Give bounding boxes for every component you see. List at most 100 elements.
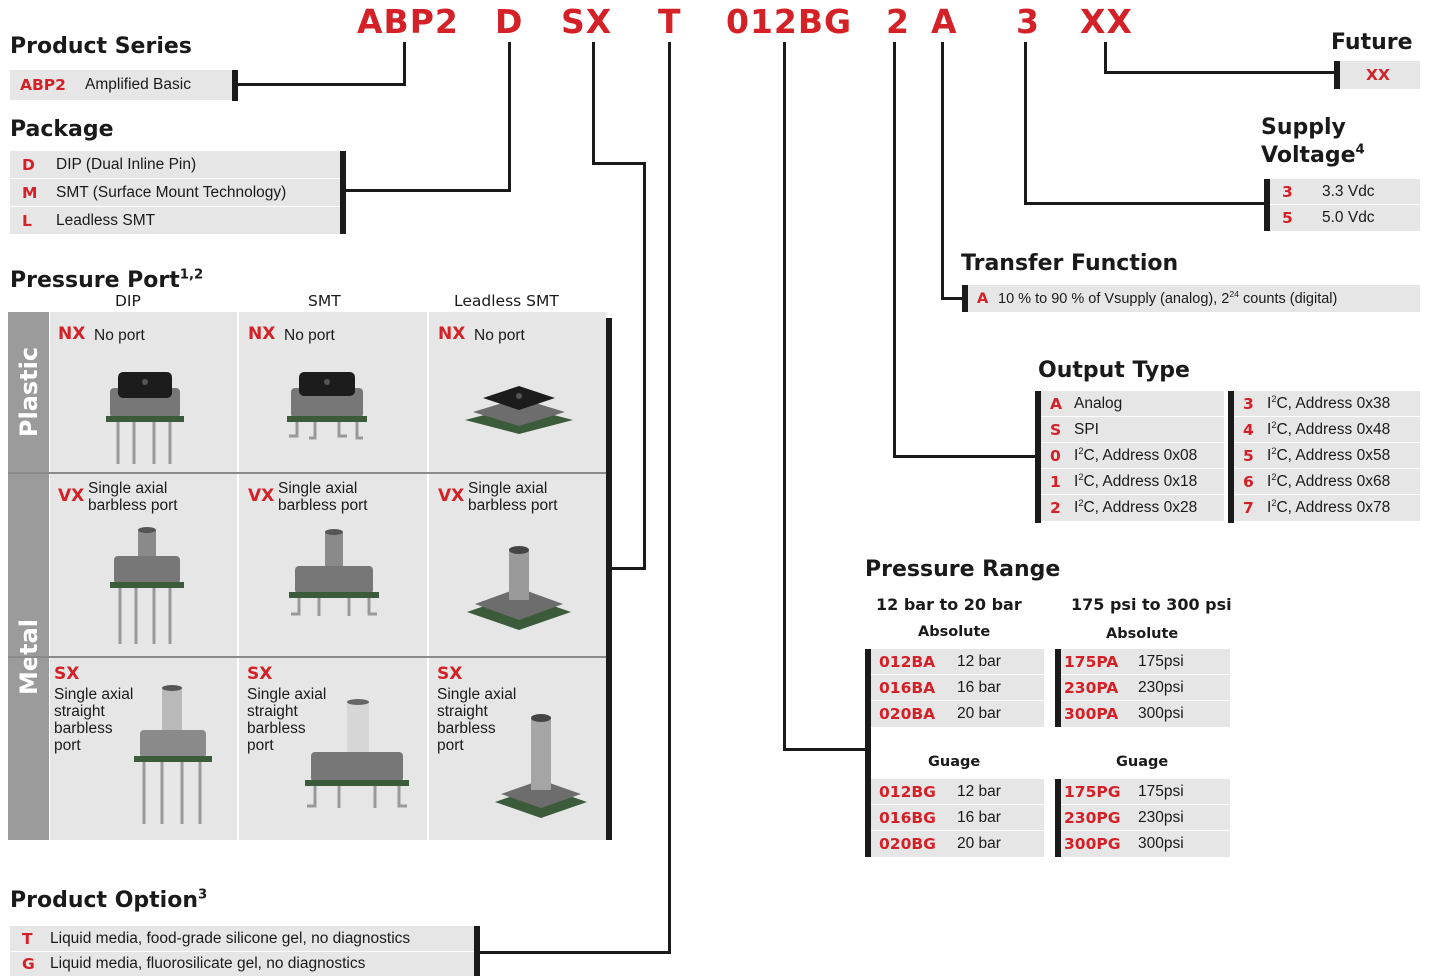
pn-range: 012BG: [726, 2, 853, 41]
range-psi-rule-a: [1055, 649, 1061, 727]
sensor-smt-metal-vx-icon: [289, 529, 379, 616]
port-cell: NX No port: [50, 312, 237, 472]
col-dip: DIP: [115, 292, 141, 310]
list-item: G Liquid media, fluorosilicate gel, no d…: [22, 955, 366, 973]
sensor-leadless-plastic-icon: [465, 386, 573, 434]
pn-option: T: [658, 2, 682, 41]
range-bar-header: 12 bar to 20 bar: [876, 595, 1022, 614]
product-option-title: Product Option3: [10, 887, 208, 913]
package-text: DIP (Dual Inline Pin): [56, 155, 197, 173]
option-rule: [474, 926, 480, 976]
pn-output: 2: [886, 2, 910, 41]
package-code: D: [22, 155, 35, 174]
range-gauge-label-psi: Guage: [1116, 754, 1169, 770]
sensor-smt-metal-sx-icon: [305, 699, 409, 808]
output-type-title: Output Type: [1038, 358, 1190, 383]
list-item: 0 I2C, Address 0x08: [1041, 443, 1224, 469]
output-type-table-left: A Analog S SPI 0 I2C, Address 0x08 1 I2C…: [1041, 391, 1224, 521]
port-rule: [606, 318, 612, 840]
series-text: Amplified Basic: [85, 76, 191, 93]
port-cell: SX Single axial straight barbless port: [239, 658, 427, 840]
list-item: 1 I2C, Address 0x18: [1041, 469, 1224, 495]
sensor-dip-plastic-icon: [106, 372, 184, 464]
pn-package: D: [495, 2, 524, 41]
range-gauge-label: Guage: [928, 754, 981, 770]
list-item: A Analog: [1041, 391, 1224, 417]
transfer-function-table: A 10 % to 90 % of Vsupply (analog), 224 …: [968, 285, 1420, 312]
future-table: XX: [1340, 61, 1420, 89]
pn-voltage: 3: [1016, 2, 1040, 41]
pn-transfer: A: [931, 2, 958, 41]
package-title: Package: [10, 117, 114, 142]
pn-future: XX: [1080, 2, 1133, 41]
range-absolute-label-psi: Absolute: [1106, 626, 1179, 642]
list-item: 7 I2C, Address 0x78: [1243, 497, 1391, 517]
list-item: 3 I2C, Address 0x38: [1234, 391, 1420, 417]
transfer-function-title: Transfer Function: [961, 251, 1179, 276]
list-item: A 10 % to 90 % of Vsupply (analog), 224 …: [977, 288, 1338, 307]
package-code: M: [22, 183, 38, 202]
product-series-table: ABP2 Amplified Basic: [10, 70, 232, 100]
port-cell: SX Single axial straight barbless port: [429, 658, 606, 840]
list-item: S SPI: [1041, 417, 1224, 443]
list-item: 2 I2C, Address 0x28: [1050, 497, 1198, 517]
future-title: Future: [1331, 30, 1413, 55]
pn-port: SX: [561, 2, 613, 41]
series-code: ABP2: [20, 76, 66, 94]
package-text: Leadless SMT: [56, 211, 156, 229]
pressure-port-title: Pressure Port1,2: [10, 267, 204, 293]
col-leadless: Leadless SMT: [454, 292, 559, 310]
supply-voltage-title: Supply Voltage4: [1261, 115, 1365, 168]
port-cell: NX No port: [239, 312, 427, 472]
port-cell: SX Single axial straight barbless port: [50, 658, 237, 840]
list-item: 5 I2C, Address 0x58: [1234, 443, 1420, 469]
list-item: L Leadless SMT: [10, 207, 340, 234]
list-item: 6 I2C, Address 0x68: [1234, 469, 1420, 495]
product-option-table: T Liquid media, food-grade silicone gel,…: [10, 926, 474, 976]
list-item: XX: [1366, 66, 1390, 84]
package-table: D DIP (Dual Inline Pin) M SMT (Surface M…: [10, 151, 340, 234]
output-rule: [1035, 391, 1041, 523]
list-item: 4 I2C, Address 0x48: [1234, 417, 1420, 443]
list-item: T Liquid media, food-grade silicone gel,…: [10, 926, 474, 952]
range-psi-rule-g: [1055, 779, 1061, 857]
port-cell: VX Single axial barbless port: [429, 474, 606, 656]
series-rule: [232, 70, 238, 101]
list-item: 3 3.3 Vdc: [1270, 179, 1420, 205]
output-type-table-right: 3 I2C, Address 0x38 4 I2C, Address 0x48 …: [1234, 391, 1420, 521]
pressure-range-title: Pressure Range: [865, 557, 1061, 582]
row-label-plastic: Plastic: [8, 312, 49, 472]
list-item: M SMT (Surface Mount Technology): [10, 179, 340, 207]
supply-voltage-table: 3 3.3 Vdc 5 5.0 Vdc: [1270, 179, 1420, 231]
future-rule: [1334, 61, 1340, 89]
sensor-leadless-metal-vx-icon: [467, 546, 571, 630]
transfer-rule: [962, 285, 968, 312]
sensor-dip-metal-vx-icon: [110, 527, 184, 644]
voltage-rule: [1264, 179, 1270, 231]
package-text: SMT (Surface Mount Technology): [56, 183, 287, 201]
col-smt: SMT: [308, 292, 341, 310]
sensor-leadless-metal-sx-icon: [495, 714, 587, 818]
pn-series: ABP2: [357, 2, 459, 41]
product-series-title: Product Series: [10, 34, 192, 59]
range-absolute-label: Absolute: [918, 624, 991, 640]
range-rule: [865, 649, 871, 857]
port-cell: VX Single axial barbless port: [50, 474, 237, 656]
package-code: L: [22, 211, 32, 230]
